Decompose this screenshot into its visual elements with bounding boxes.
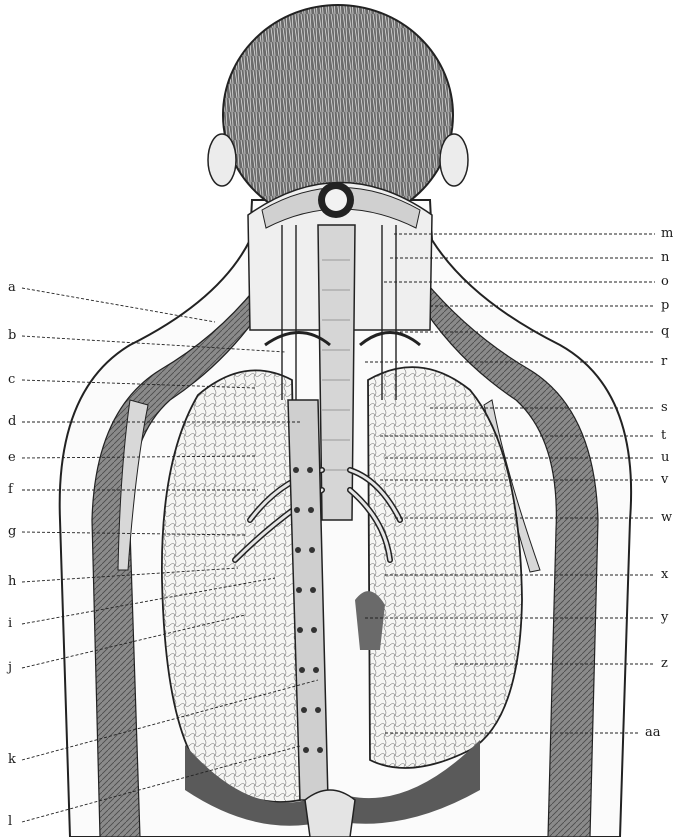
label-e: e: [8, 451, 16, 464]
label-a: a: [8, 281, 16, 294]
label-x: x: [661, 568, 668, 581]
label-m: m: [661, 227, 673, 240]
label-y: y: [661, 611, 668, 624]
heart-shadow: [355, 591, 385, 650]
label-q: q: [661, 325, 669, 338]
label-u: u: [661, 451, 669, 464]
label-i: i: [8, 617, 12, 630]
vertebra: [305, 790, 355, 837]
label-aa: aa: [645, 726, 661, 739]
label-c: c: [8, 373, 15, 386]
label-z: z: [661, 657, 668, 670]
label-k: k: [8, 753, 16, 766]
label-w: w: [661, 511, 672, 524]
right-ear: [440, 134, 468, 186]
label-n: n: [661, 251, 669, 264]
label-d: d: [8, 415, 16, 428]
label-p: p: [661, 299, 669, 312]
label-v: v: [661, 473, 668, 486]
label-l: l: [8, 815, 12, 828]
label-b: b: [8, 329, 16, 342]
label-h: h: [8, 575, 16, 588]
label-t: t: [661, 429, 666, 442]
label-f: f: [8, 483, 13, 496]
label-j: j: [8, 661, 12, 674]
left-ear: [208, 134, 236, 186]
label-r: r: [661, 355, 667, 368]
trachea: [318, 225, 355, 520]
label-s: s: [661, 401, 668, 414]
label-o: o: [661, 275, 669, 288]
label-g: g: [8, 525, 16, 538]
